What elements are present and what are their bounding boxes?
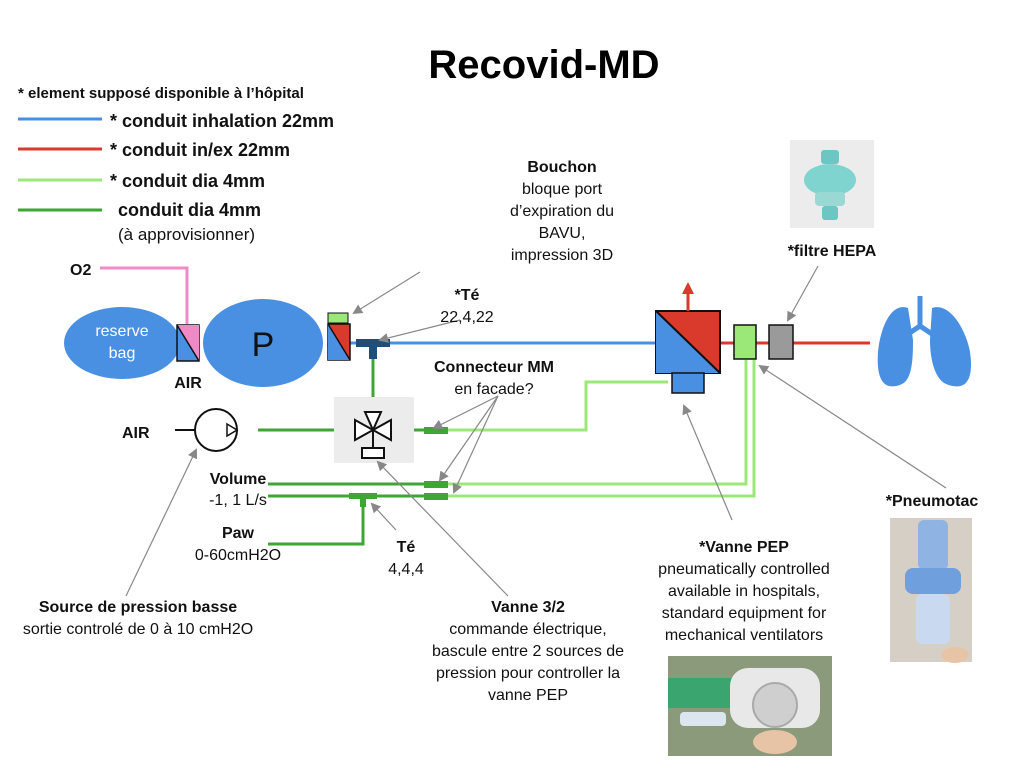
te-small-title: Té: [397, 539, 416, 556]
legend-item-dia4-available: * conduit dia 4mm: [110, 171, 265, 191]
o2-line: [100, 266, 189, 324]
filtre-title: *filtre HEPA: [788, 243, 877, 260]
label-te-main: *Té 22,4,22: [440, 287, 493, 326]
connector-mm-2: [424, 481, 448, 488]
o2-label: O2: [70, 262, 91, 279]
vanne32-line-4: vanne PEP: [488, 687, 568, 704]
pep-control-tube: [448, 380, 668, 432]
te-small-pointer: [370, 502, 397, 531]
air-source-label: AIR: [122, 425, 150, 442]
p-bag-label: P: [252, 326, 275, 364]
label-vanne-pep: *Vanne PEP pneumatically controlled avai…: [658, 539, 830, 644]
bouchon-line-4: impression 3D: [511, 247, 613, 264]
vanne32-line-3: pression pour controller la: [436, 665, 620, 682]
bouchon-valve: [327, 312, 351, 361]
vanne32-pointer: [376, 460, 509, 597]
hepa-filter-photo: [790, 140, 874, 228]
vanne-pep-line-4: mechanical ventilators: [665, 627, 823, 644]
paw-sense-tube: [448, 360, 756, 498]
filtre-pointer: [787, 265, 819, 322]
legend-note: * element supposé disponible à l’hôpital: [18, 85, 304, 102]
pneumotac-box: [733, 324, 757, 360]
te-main-value: 22,4,22: [440, 309, 493, 326]
legend: * element supposé disponible à l’hôpital…: [18, 85, 334, 244]
page-title: Recovid-MD: [428, 43, 659, 87]
label-te-small: Té 4,4,4: [388, 539, 424, 578]
pep-valve-icon: [655, 310, 721, 394]
volume-title: Volume: [210, 471, 267, 488]
pneumotac-photo: [890, 518, 972, 663]
vanne-pep-line-2: available in hospitals,: [668, 583, 820, 600]
connecteur-pointer-3: [452, 395, 499, 494]
bouchon-title: Bouchon: [527, 159, 596, 176]
label-vanne32: Vanne 3/2 commande électrique, bascule e…: [432, 599, 624, 704]
main-tee: [356, 339, 390, 359]
legend-item-dia4-procure-sub: (à approvisionner): [118, 225, 255, 244]
vanne-pep-line-1: pneumatically controlled: [658, 561, 830, 578]
connecteur-pointer-2: [438, 395, 499, 482]
vanne-pep-line-3: standard equipment for: [662, 605, 827, 622]
reserve-bag: [64, 307, 180, 379]
pep-valve-photo: [668, 656, 832, 756]
bouchon-pointer: [352, 271, 421, 315]
pointer-lines: [125, 265, 947, 597]
volume-sense-tube: [448, 360, 748, 486]
legend-item-dia4-procure: conduit dia 4mm: [118, 200, 261, 220]
source-line-1: sortie controlé de 0 à 10 cmH2O: [23, 621, 253, 638]
paw-tube: [268, 498, 365, 546]
legend-item-inex: * conduit in/ex 22mm: [110, 140, 290, 160]
small-tee: [349, 493, 377, 507]
connecteur-line-1: en facade?: [454, 381, 533, 398]
vanne-pep-title: *Vanne PEP: [699, 539, 789, 556]
label-paw: Paw 0-60cmH2O: [195, 525, 281, 564]
paw-title: Paw: [222, 525, 255, 542]
reserve-bag-label-2: bag: [109, 345, 136, 362]
three-way-valve-icon: [334, 397, 414, 463]
label-bouchon: Bouchon bloque port d’expiration du BAVU…: [510, 159, 614, 264]
air-check-valve: [176, 324, 200, 362]
bouchon-line-3: BAVU,: [539, 225, 586, 242]
hepa-filter-box: [768, 324, 794, 360]
source-pointer: [125, 448, 198, 597]
connector-mm-3: [424, 493, 448, 500]
vanne32-line-2: bascule entre 2 sources de: [432, 643, 624, 660]
connector-mm-1: [424, 427, 448, 434]
connecteur-pointer-1: [432, 395, 499, 429]
vanne-pep-pointer: [682, 404, 733, 521]
legend-item-inhalation: * conduit inhalation 22mm: [110, 111, 334, 131]
label-connecteur: Connecteur MM en facade?: [434, 359, 554, 398]
pneumotac-pointer: [758, 364, 947, 489]
connecteur-title: Connecteur MM: [434, 359, 554, 376]
label-volume: Volume -1, 1 L/s: [209, 471, 267, 509]
bouchon-line-1: bloque port: [522, 181, 603, 198]
vanne32-line-1: commande électrique,: [449, 621, 606, 638]
lungs-icon: [877, 296, 971, 387]
paw-value: 0-60cmH2O: [195, 547, 281, 564]
reserve-bag-label-1: reserve: [95, 323, 148, 340]
air-valve-label: AIR: [174, 375, 202, 392]
te-main-pointer: [378, 319, 461, 343]
bouchon-line-2: d’expiration du: [510, 203, 614, 220]
te-main-title: *Té: [455, 287, 480, 304]
volume-value: -1, 1 L/s: [209, 492, 267, 509]
label-source: Source de pression basse sortie controlé…: [23, 599, 253, 638]
source-title: Source de pression basse: [39, 599, 237, 616]
p-bag: [203, 299, 323, 387]
pneumotac-title: *Pneumotac: [886, 493, 979, 510]
te-small-value: 4,4,4: [388, 561, 424, 578]
vanne32-title: Vanne 3/2: [491, 599, 565, 616]
pump-icon: [194, 408, 239, 452]
